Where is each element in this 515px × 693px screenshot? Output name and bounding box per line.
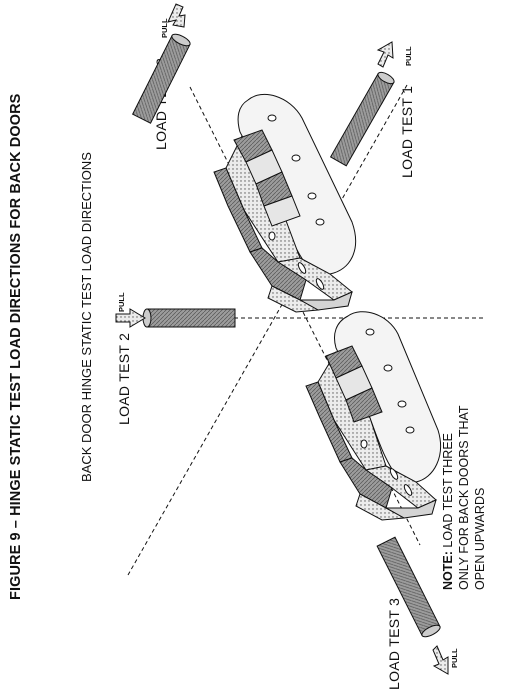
- pull-arrow-icon: [376, 41, 394, 68]
- diagonal-line-test1: [127, 84, 408, 576]
- pull-arrow-icon: [115, 308, 146, 328]
- test2-pull-rod: [115, 308, 236, 328]
- lower-hinge: [305, 311, 442, 521]
- test3-upper-pull-rod: [131, 3, 191, 124]
- pull-arrow-icon: [432, 645, 449, 675]
- pull-arrow-icon: [167, 3, 186, 28]
- test1-pull-rod: [329, 41, 395, 167]
- test3-lower-pull-rod: [376, 536, 449, 675]
- upper-hinge: [213, 93, 357, 313]
